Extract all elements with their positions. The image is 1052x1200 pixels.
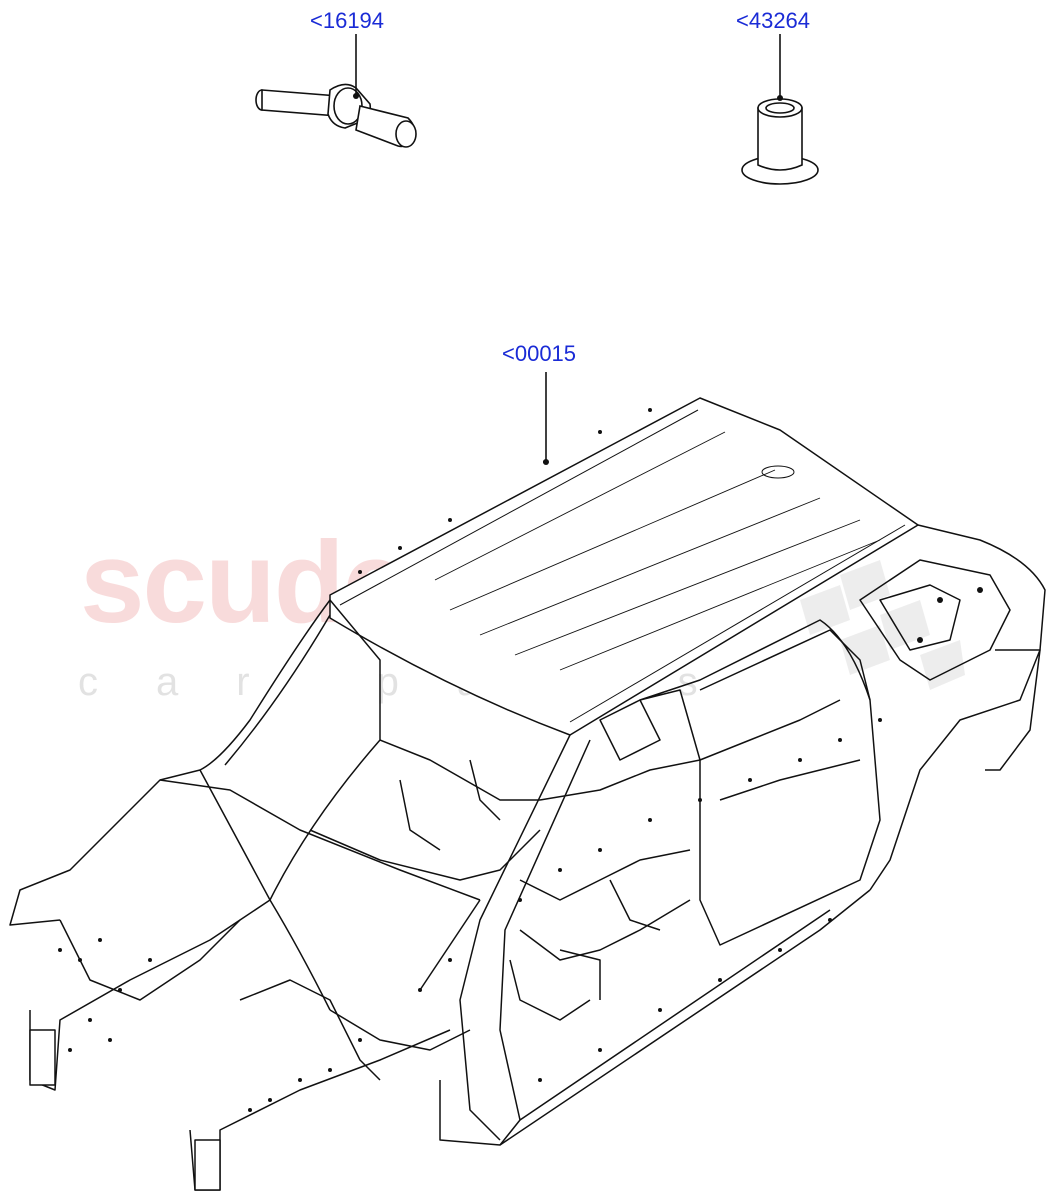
bush-part[interactable] [741,98,819,185]
body-leader-dot [543,459,549,465]
callout-16194[interactable]: <16194 [310,8,385,33]
roof-panel [329,397,919,736]
callout-00015[interactable]: <00015 [502,341,577,366]
fastener-holes [58,408,983,1112]
bush-leader-dot [777,95,783,101]
rivet-leader-dot [353,93,359,99]
rivet-part[interactable] [255,83,417,148]
body-shell[interactable] [9,397,1046,1191]
callout-43264[interactable]: <43264 [736,8,811,33]
